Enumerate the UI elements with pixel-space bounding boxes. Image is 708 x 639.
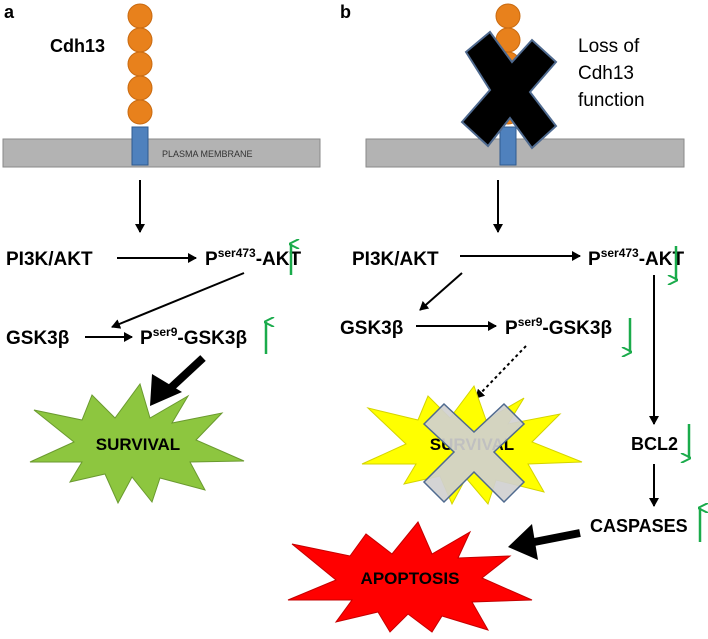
arrow-pakt-to-pgsk-a xyxy=(111,272,245,329)
cadherin-domain-5 xyxy=(127,99,153,125)
gsk3b-label-b: GSK3β xyxy=(340,318,403,339)
apoptosis-burst-b xyxy=(287,521,533,633)
arrow-pi3k-to-gsk-b xyxy=(419,272,463,311)
loss-of-function-cross-icon xyxy=(460,30,558,150)
cadherin-domain-2 xyxy=(127,27,153,53)
pi3k-akt-label-a: PI3K/AKT xyxy=(6,249,93,270)
apoptosis-label: APOPTOSIS xyxy=(361,569,460,588)
transmembrane-anchor-a xyxy=(131,126,149,166)
caspases-label: CASPASES xyxy=(590,516,688,536)
panel-b: b Loss of Cdh13 function PI3K/AKT Pser47… xyxy=(287,2,700,633)
gsk3b-label-a: GSK3β xyxy=(6,328,69,349)
pakt-label-b: Pser473-AKT xyxy=(588,246,685,270)
pi3k-akt-label-b: PI3K/AKT xyxy=(352,249,439,270)
plasma-membrane-b xyxy=(365,138,685,168)
thick-arrowhead-b xyxy=(508,524,538,560)
plasma-membrane-label: PLASMA MEMBRANE xyxy=(162,149,253,159)
dotted-arrow-to-survival-b xyxy=(475,345,527,399)
pgsk3b-label-b: Pser9-GSK3β xyxy=(505,315,612,339)
loss-of-function-line3: function xyxy=(578,90,645,111)
cdh13-protein-a xyxy=(127,3,153,166)
pakt-label-a: Pser473-AKT xyxy=(205,246,302,270)
pgsk3b-label-a: Pser9-GSK3β xyxy=(140,325,247,349)
panel-a: a PLASMA MEMBRANE Cdh13 PI3K/AKT Pser473… xyxy=(2,2,321,505)
transmembrane-anchor-b xyxy=(499,126,517,166)
survival-burst-a xyxy=(29,382,245,505)
cadherin-domain-b-1 xyxy=(495,3,521,29)
loss-of-function-line2: Cdh13 xyxy=(578,63,634,84)
panel-b-letter: b xyxy=(340,2,351,22)
loss-of-function-line1: Loss of xyxy=(578,36,640,57)
survival-label-a: SURVIVAL xyxy=(96,435,180,454)
cadherin-domain-3 xyxy=(127,51,153,77)
thick-arrowhead-a xyxy=(150,374,182,406)
cdh13-label: Cdh13 xyxy=(50,36,105,56)
cadherin-domain-1 xyxy=(127,3,153,29)
bcl2-label: BCL2 xyxy=(631,434,678,454)
survival-blocked-cross-icon xyxy=(422,402,526,504)
plasma-membrane-a xyxy=(2,138,321,168)
cadherin-domain-4 xyxy=(127,75,153,101)
panel-a-letter: a xyxy=(4,2,15,22)
